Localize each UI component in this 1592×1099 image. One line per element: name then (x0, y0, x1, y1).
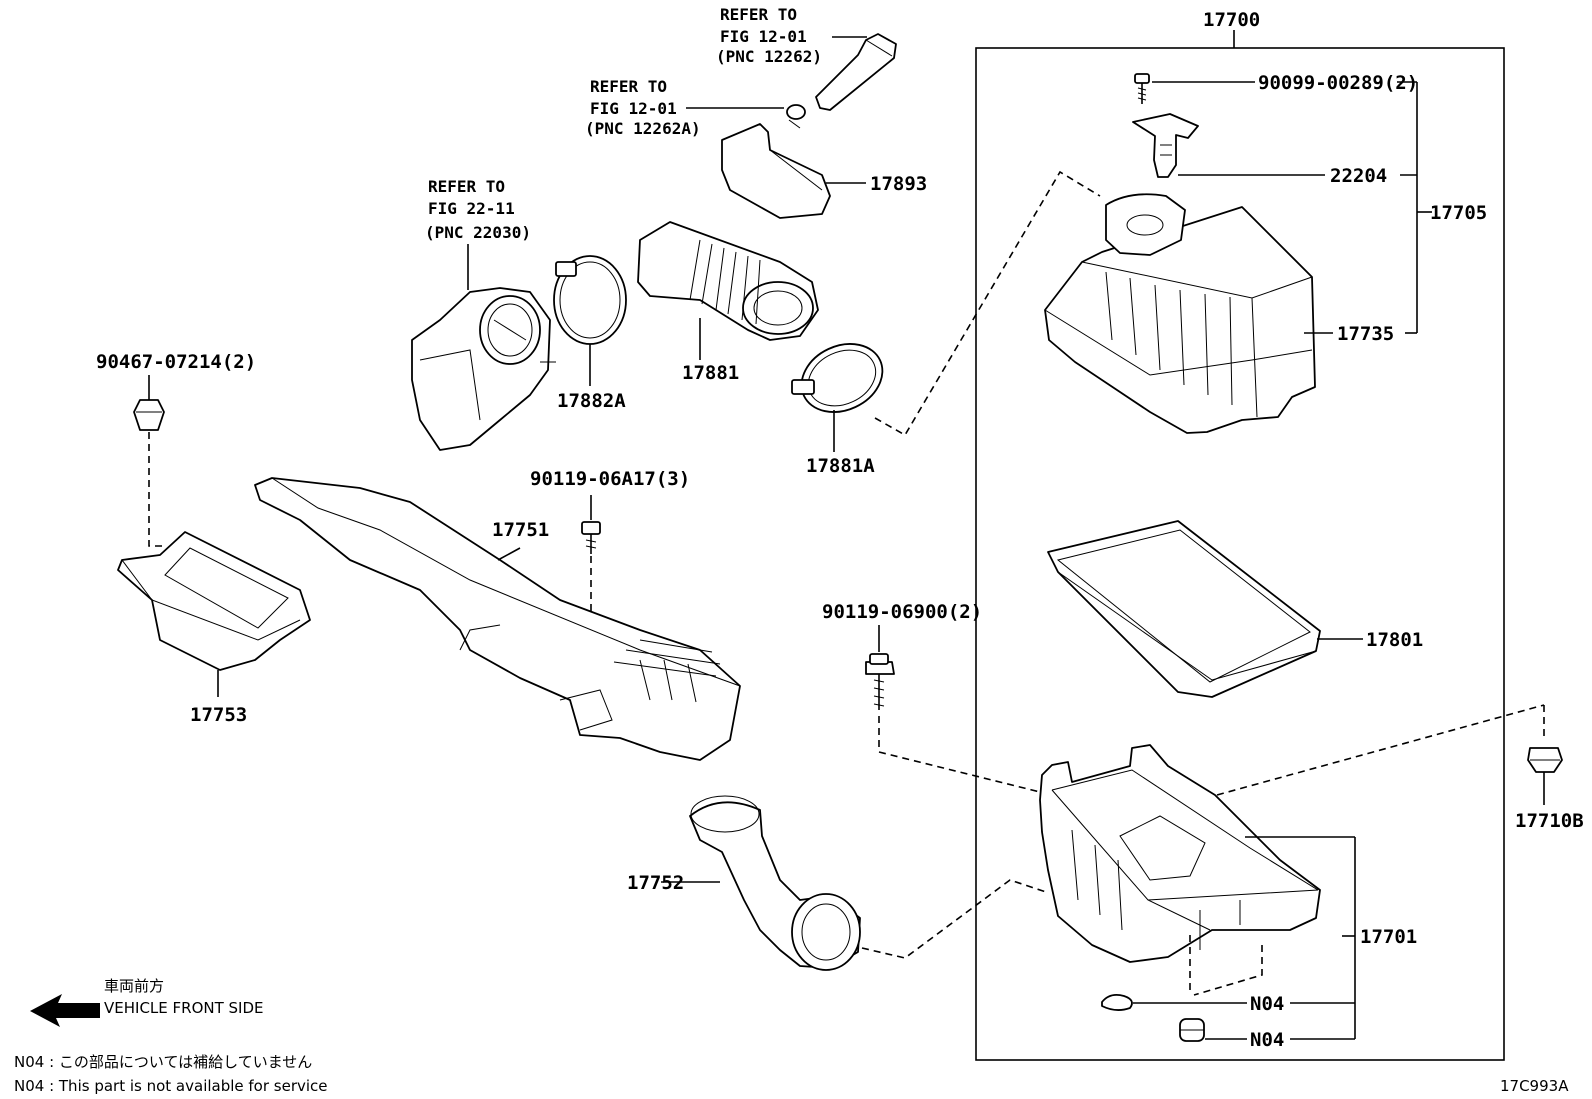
label-17893: 17893 (870, 173, 927, 195)
elbow-hose-17752-part (689, 795, 861, 971)
ref2-line1: REFER TO (590, 77, 667, 96)
clip-pnc-12262a-part (786, 104, 806, 129)
duct-17753-part (117, 531, 311, 671)
label-17881a: 17881A (806, 455, 875, 477)
label-17700: 17700 (1203, 9, 1260, 31)
air-duct-17751-part (254, 477, 741, 761)
label-90467-07214: 90467-07214(2) (96, 351, 256, 373)
label-17882a: 17882A (557, 390, 626, 412)
ref3-line2: FIG 22-11 (428, 199, 515, 218)
direction-english: VEHICLE FRONT SIDE (104, 999, 264, 1017)
vehicle-front-arrow-icon (30, 994, 100, 1027)
filter-17801-part (1047, 520, 1321, 698)
label-17753: 17753 (190, 704, 247, 726)
label-17881: 17881 (682, 362, 739, 384)
note-n04-english: N04 : This part is not available for ser… (14, 1077, 328, 1095)
lower-case-17701-part (1039, 744, 1321, 963)
ref3-line1: REFER TO (428, 177, 505, 196)
label-90099-00289: 90099-00289(2) (1258, 72, 1418, 94)
note-n04-japanese: N04 : この部品については補給していません (14, 1053, 312, 1071)
plug-n04-b-part (1179, 1018, 1205, 1042)
grommet-17710b-part (1527, 747, 1563, 773)
label-90119-06a17: 90119-06A17(3) (530, 468, 690, 490)
bolt-90119-06a17-part (581, 495, 601, 554)
label-n04-a: N04 (1250, 993, 1284, 1015)
label-17735: 17735 (1337, 323, 1394, 345)
label-17752: 17752 (627, 872, 684, 894)
label-17701: 17701 (1360, 926, 1417, 948)
ref2-line2: FIG 12-01 (590, 99, 677, 118)
figure-code: 17C993A (1500, 1077, 1569, 1095)
ref3-line3: (PNC 22030) (425, 223, 531, 242)
direction-japanese: 車両前方 (104, 977, 164, 995)
throttle-body-pnc-22030-part (411, 287, 556, 451)
label-17751: 17751 (492, 519, 549, 541)
intake-hose-17881-part (637, 221, 819, 341)
label-22204: 22204 (1330, 165, 1387, 187)
upper-case-17735-part (1044, 193, 1316, 434)
ref1-line1: REFER TO (720, 5, 797, 24)
clamp-17881a-part (791, 343, 884, 413)
assembly-box-17700 (975, 47, 1505, 1061)
clamp-17882a-part (553, 255, 627, 345)
label-17705: 17705 (1430, 202, 1487, 224)
label-90119-06900: 90119-06900(2) (822, 601, 982, 623)
label-n04-b: N04 (1250, 1029, 1284, 1051)
bolt-90119-06900-part (865, 625, 895, 710)
label-17801: 17801 (1366, 629, 1423, 651)
sensor-22204-part (1132, 113, 1199, 178)
ref1-line2: FIG 12-01 (720, 27, 807, 46)
hose-pnc-12262-part (815, 33, 897, 111)
label-17710b: 17710B (1515, 810, 1584, 832)
ref1-line3: (PNC 12262) (716, 47, 822, 66)
clip-90467-part (133, 375, 165, 431)
ref2-line3: (PNC 12262A) (585, 119, 701, 138)
bolt-90099-part (1134, 73, 1150, 104)
plug-n04-a-part (1101, 993, 1133, 1011)
resonator-17893-part (721, 123, 831, 219)
